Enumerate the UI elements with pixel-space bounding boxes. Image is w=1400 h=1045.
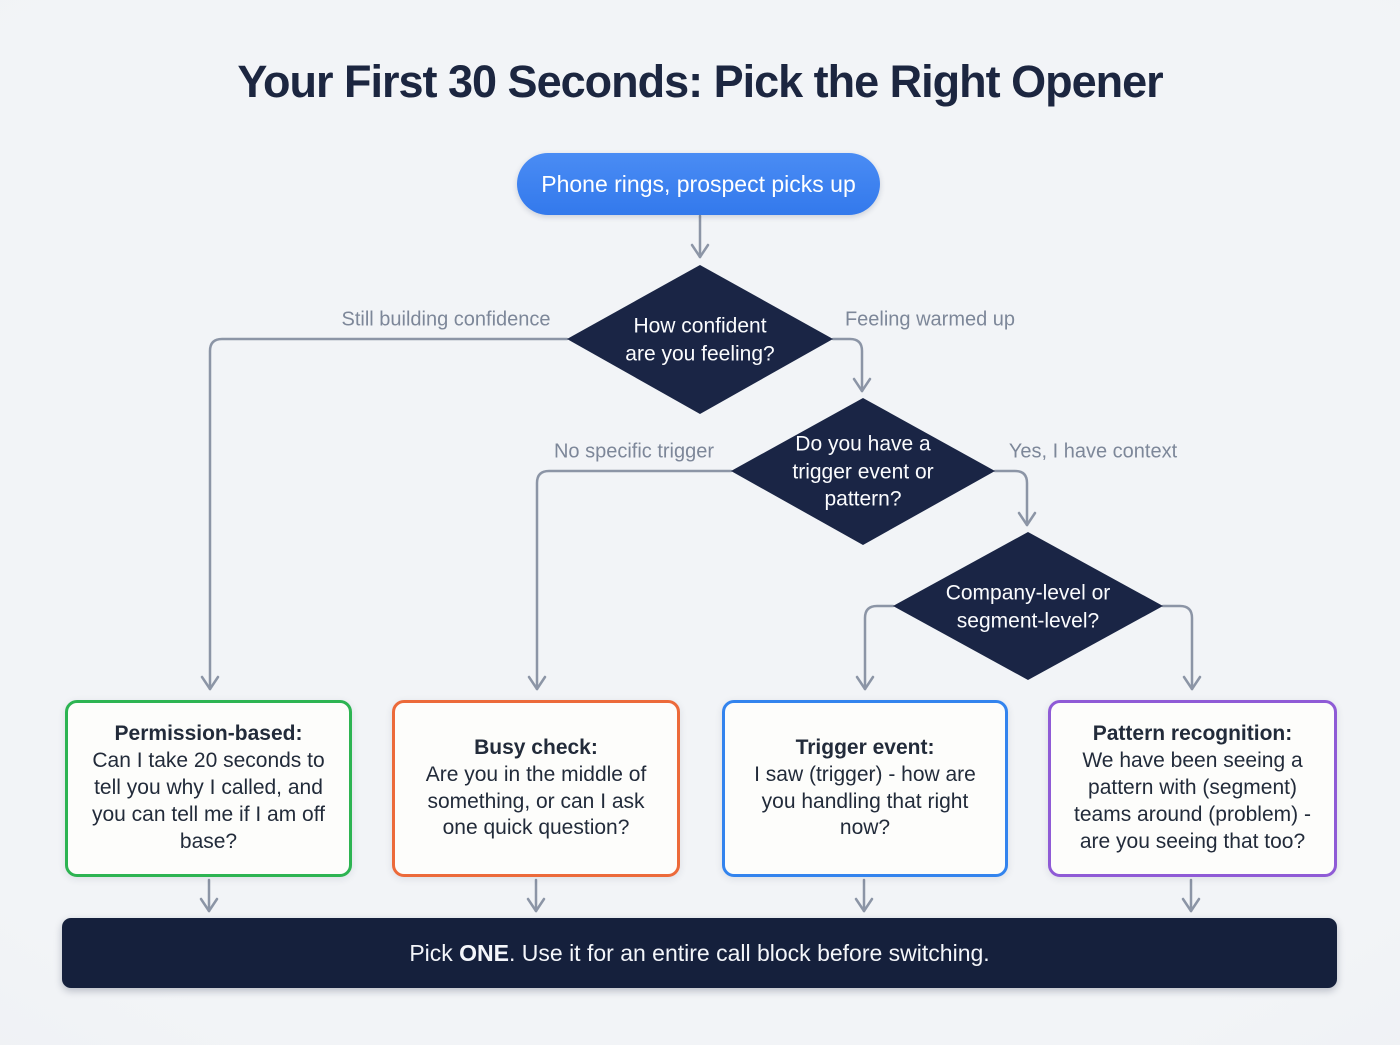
- branch-label-no-specific-trigger: No specific trigger: [553, 440, 715, 463]
- decision-diamond-trigger: [731, 398, 995, 545]
- decision-question-trigger: Do you have a trigger event or pattern?: [792, 432, 934, 511]
- footer-text: Pick ONE. Use it for an entire call bloc…: [409, 940, 989, 967]
- outcome-card-busy-check: Busy check: Are you in the middle of som…: [392, 700, 680, 877]
- decision-question-level: Company-level or segment-level?: [945, 581, 1111, 632]
- footer-text-prefix: Pick: [409, 939, 460, 966]
- outcome-body: We have been seeing a pattern with (segm…: [1074, 749, 1311, 853]
- connector-decision2-to-decision3: [993, 469, 1037, 527]
- branch-label-yes-i-have-context: Yes, I have context: [1008, 440, 1178, 463]
- decision-question-confidence: How confident are you feeling?: [625, 314, 775, 365]
- outcome-body: I saw (trigger) - how are you handling t…: [754, 762, 976, 840]
- outcome-card-pattern-recognition: Pattern recognition: We have been seeing…: [1048, 700, 1337, 877]
- connector-decision2-to-busycheck: [527, 469, 733, 691]
- outcome-title: Trigger event:: [795, 735, 935, 759]
- outcome-body: Are you in the middle of something, or c…: [425, 762, 647, 840]
- footer-banner: Pick ONE. Use it for an entire call bloc…: [62, 918, 1337, 988]
- start-node: Phone rings, prospect picks up: [517, 153, 880, 215]
- page-title: Your First 30 Seconds: Pick the Right Op…: [237, 56, 1163, 107]
- outcome-title: Pattern recognition:: [1092, 722, 1293, 746]
- connector-decision1-to-permission: [200, 337, 569, 691]
- branch-label-feeling-warmed-up: Feeling warmed up: [844, 308, 1016, 331]
- outcome-body: Can I take 20 seconds to tell you why I …: [91, 749, 326, 853]
- connector-decision3-to-pattern: [1161, 604, 1202, 691]
- footer-text-suffix: . Use it for an entire call block before…: [509, 939, 990, 966]
- connector-decision3-to-trigger: [855, 604, 895, 691]
- decision-diamond-confidence: [567, 265, 833, 414]
- branch-label-still-building-confidence: Still building confidence: [341, 308, 551, 331]
- connector-decision1-to-decision2: [831, 337, 872, 393]
- outcome-title: Busy check:: [474, 735, 598, 759]
- outcome-card-trigger-event: Trigger event: I saw (trigger) - how are…: [722, 700, 1008, 877]
- decision-diamond-level: [893, 532, 1163, 680]
- footer-text-bold: ONE: [459, 939, 509, 966]
- outcome-card-permission-based: Permission-based: Can I take 20 seconds …: [65, 700, 352, 877]
- outcome-title: Permission-based:: [114, 722, 303, 746]
